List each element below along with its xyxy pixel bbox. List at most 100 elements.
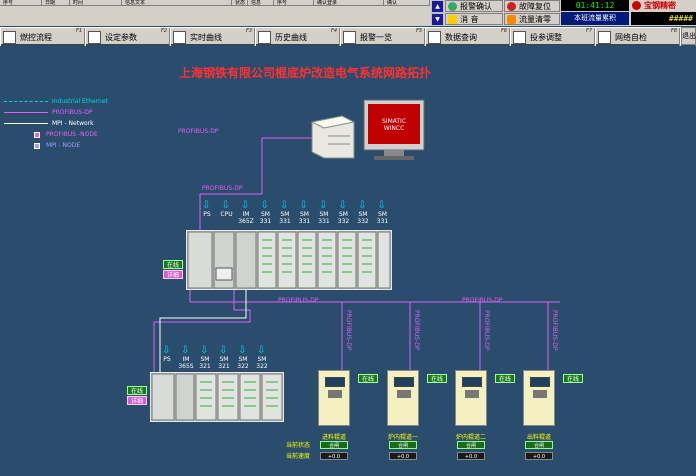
- down-arrow-icon: ⇩: [200, 345, 209, 356]
- profibus-swatch: [4, 112, 48, 113]
- detail-button[interactable]: 详细: [163, 270, 183, 279]
- col-header: 日期: [42, 0, 70, 5]
- drive-state: 合闸: [389, 441, 417, 449]
- ethernet-swatch: [4, 101, 48, 102]
- down-arrow-icon: ⇩: [260, 200, 269, 211]
- accum-value: #####: [631, 12, 696, 25]
- reset-icon: [507, 1, 516, 11]
- toolbar-button-network[interactable]: 网络自检 F8: [595, 28, 680, 46]
- toolbar-button-alarms[interactable]: 报警一览 F5: [340, 28, 425, 46]
- col-header: 序号: [0, 0, 42, 5]
- toolbar-button-params[interactable]: 设定参数 F2: [85, 28, 170, 46]
- detail-button[interactable]: 详细: [127, 396, 147, 405]
- down-arrow-icon: ⇩: [358, 200, 367, 211]
- module-label: SM 331: [279, 211, 291, 225]
- toolbar-button-query[interactable]: 数据查询 F6: [425, 28, 510, 46]
- scroll-down-icon[interactable]: ▼: [431, 13, 444, 26]
- alarm-table-header: 序号 日期 时间 信息文本 状态 信息 序号 确认登录 确认: [0, 0, 430, 6]
- speaker-icon: [448, 14, 457, 24]
- module-label: SM 322: [237, 356, 249, 370]
- down-arrow-icon: ⇩: [202, 200, 211, 211]
- module-label: SM 331: [259, 211, 272, 225]
- query-icon: [428, 30, 441, 44]
- module-label: CPU: [220, 211, 233, 218]
- drive-speed: +0.0: [389, 452, 417, 460]
- fault-reset-button[interactable]: 故障复位: [504, 0, 560, 12]
- alarm-icon: [343, 30, 356, 44]
- vfd-drive: [455, 370, 487, 426]
- col-header: 序号: [274, 0, 314, 5]
- drive-state: 合闸: [320, 441, 348, 449]
- drive-speed: +0.0: [525, 452, 553, 460]
- drive-name: 炉内辊道二: [455, 434, 486, 441]
- toolbar-button-history[interactable]: 历史曲线 F4: [255, 28, 340, 46]
- toolbar-button-realtime[interactable]: 实时曲线 F3: [170, 28, 255, 46]
- legend-item: PROFIBUS -NODE: [4, 129, 108, 140]
- down-arrow-icon: ⇩: [241, 200, 250, 211]
- online-status-badge: 在线: [127, 386, 147, 395]
- monitor-text: SIMATIC WINCC: [381, 118, 407, 132]
- scroll-arrows: ▲ ▼: [431, 0, 444, 26]
- legend-item: Industrial Ethernet: [4, 96, 108, 107]
- wincc-station: [310, 99, 425, 160]
- bell-icon: [448, 1, 457, 11]
- down-arrow-icon: ⇩: [221, 200, 230, 211]
- vfd-drive: [318, 370, 350, 426]
- module-label: IM 365S: [178, 356, 194, 370]
- bus-label: PROFIBUS-DP: [178, 128, 219, 135]
- drop-label: PROFIBUS-DP: [483, 310, 490, 351]
- module-label: SM 331: [376, 211, 389, 225]
- module-label: SM 321: [218, 356, 230, 370]
- down-arrow-icon: ⇩: [219, 345, 228, 356]
- brand-logo: 宝钢精密: [631, 0, 696, 11]
- online-status-badge: 在线: [427, 374, 447, 383]
- row-label-state: 当前状态: [286, 442, 311, 449]
- page-title: 上海钢铁有限公司棍底炉改造电气系统网路拓扑: [178, 66, 431, 80]
- bus-label: PROFIBUS-DP: [462, 297, 503, 304]
- drive-name: 进料辊道: [321, 434, 346, 441]
- drive-state: 合闸: [457, 441, 485, 449]
- legend-item: MPI - NODE: [4, 140, 108, 151]
- alarm-ack-button[interactable]: 报警确认: [445, 0, 503, 12]
- col-header: 时间: [70, 0, 122, 5]
- drop-label: PROFIBUS-DP: [551, 310, 558, 351]
- adjust-icon: [513, 30, 526, 44]
- down-arrow-icon: ⇩: [238, 345, 247, 356]
- col-header: 状态: [232, 0, 248, 5]
- flow-accum-label: 本班流量累积: [561, 12, 629, 25]
- scroll-up-icon[interactable]: ▲: [431, 0, 444, 13]
- down-arrow-icon: ⇩: [257, 345, 266, 356]
- toolbar-button-flow[interactable]: 燃控流程 F1: [0, 28, 85, 46]
- vfd-drive: [387, 370, 419, 426]
- clock-display: 01:41:12: [561, 0, 629, 11]
- online-status-badge: 在线: [358, 374, 378, 383]
- toolbar-button-adjust[interactable]: 投参调整 F7: [510, 28, 595, 46]
- down-arrow-icon: ⇩: [377, 200, 386, 211]
- profibus-node-swatch: [34, 131, 40, 138]
- col-header: 信息: [248, 0, 274, 5]
- module-label: SM 331: [318, 211, 330, 225]
- online-status-badge: 在线: [495, 374, 515, 383]
- mute-button[interactable]: 消 音: [445, 13, 503, 25]
- down-arrow-icon: ⇩: [319, 200, 328, 211]
- gear-icon: [507, 14, 516, 24]
- bus-label: PROFIBUS-DP: [202, 185, 243, 192]
- legend-item: MPI - Network: [4, 118, 108, 129]
- rack2-modules: [151, 373, 283, 421]
- mpi-node-swatch: [34, 142, 40, 149]
- history-icon: [258, 30, 271, 44]
- col-header: 信息文本: [122, 0, 232, 5]
- col-header: 确认登录: [314, 0, 384, 5]
- down-arrow-icon: ⇩: [162, 345, 171, 356]
- down-arrow-icon: ⇩: [299, 200, 308, 211]
- drive-speed: +0.0: [457, 452, 485, 460]
- mpi-swatch: [4, 123, 48, 124]
- online-status-badge: 在线: [563, 374, 583, 383]
- flow-clear-button[interactable]: 流量清零: [504, 13, 560, 25]
- row-label-speed: 当前速度: [286, 453, 311, 460]
- drop-label: PROFIBUS-DP: [345, 310, 352, 351]
- pc-tower-icon: [310, 115, 356, 159]
- drive-speed: +0.0: [320, 452, 348, 460]
- drop-label: PROFIBUS-DP: [413, 310, 420, 351]
